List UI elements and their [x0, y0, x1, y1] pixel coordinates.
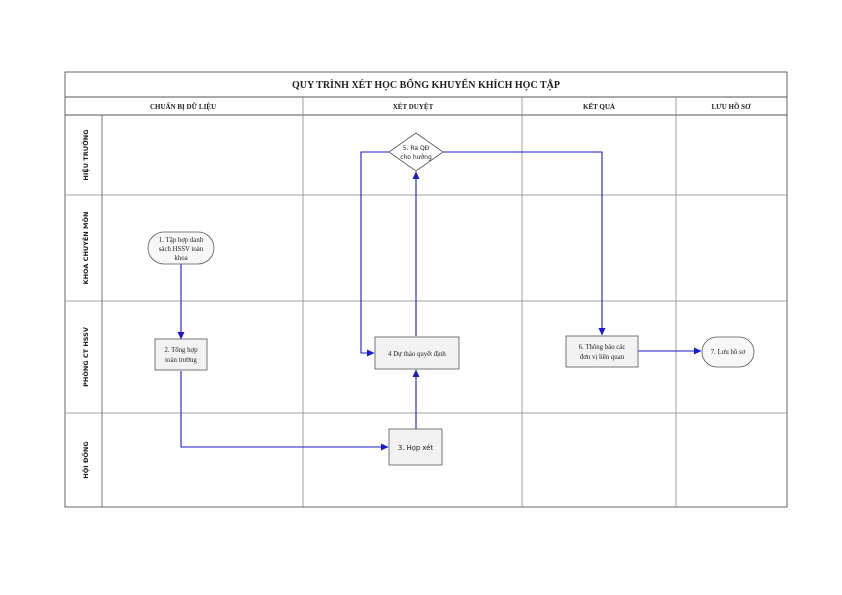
- node-3-hop-xet: 3. Họp xét: [388, 428, 443, 466]
- node-5-ra-quyet-dinh: 5. Ra QĐ cho hưởng: [388, 132, 444, 172]
- lane-label-hieu-truong: HIỆU TRƯỞNG: [80, 129, 90, 180]
- node-6-thong-bao: 6. Thông báo các đơn vị liên quan: [565, 335, 639, 368]
- column-header-ket-qua: KẾT QUẢ: [583, 103, 615, 111]
- node-5-shape: [388, 132, 444, 172]
- node-2-label-line-2: toàn trường: [165, 357, 197, 364]
- node-1-label-line-2: sách HSSV toàn: [159, 246, 204, 253]
- diagram-title: QUY TRÌNH XÉT HỌC BỔNG KHUYẾN KHÍCH HỌC …: [292, 78, 560, 91]
- node-4-shape: [374, 336, 460, 370]
- edge-n5-n4: [360, 151, 398, 357]
- column-header-chuan-bi: CHUẨN BỊ DỮ LIỆU: [150, 103, 216, 111]
- edge-n2-n3: [180, 371, 389, 451]
- lane-label-hoi-dong: HỘI ĐỒNG: [80, 441, 90, 478]
- node-6-label-line-2: đơn vị liên quan: [580, 354, 625, 361]
- node-4-du-thao-quyet-dinh: 4 Dự thảo quyết định: [374, 336, 460, 370]
- node-2-shape: [154, 338, 208, 371]
- node-6-shape: [565, 335, 639, 368]
- node-7-luu-ho-so: 7. Lưu hồ sơ: [701, 336, 755, 368]
- node-7-label-line-1: 7. Lưu hồ sơ: [711, 349, 746, 356]
- node-5-label-line-1: 5. Ra QĐ: [403, 145, 430, 152]
- node-7-shape: [701, 336, 755, 368]
- lane-label-khoa: KHOA CHUYÊN MÔN: [81, 212, 90, 285]
- node-1-label-line-3: khoa: [174, 255, 187, 262]
- node-3-shape: [388, 428, 443, 466]
- connectors: [177, 151, 702, 451]
- node-2-label-line-1: 2. Tổng hợp: [164, 347, 198, 354]
- node-3-label-line-1: 3. Họp xét: [398, 444, 433, 452]
- edge-n5-n6: [434, 151, 606, 336]
- node-1-shape: [147, 231, 215, 265]
- node-4-label-line-1: 4 Dự thảo quyết định: [388, 351, 446, 358]
- node-2-tong-hop: 2. Tổng hợp toàn trường: [154, 338, 208, 371]
- column-header-luu-ho-so: LƯU HỒ SƠ: [711, 103, 751, 111]
- node-5-label-line-2: cho hưởng: [400, 154, 432, 161]
- node-1-tap-hop-danh-sach: 1. Tập hợp danh sách HSSV toàn khoa: [147, 231, 215, 265]
- lane-label-phong-ct: PHÒNG CT HSSV: [81, 327, 90, 387]
- node-1-label-line-1: 1. Tập hợp danh: [159, 237, 204, 244]
- node-6-label-line-1: 6. Thông báo các: [579, 344, 626, 351]
- column-header-xet-duyet: XÉT DUYỆT: [393, 103, 434, 111]
